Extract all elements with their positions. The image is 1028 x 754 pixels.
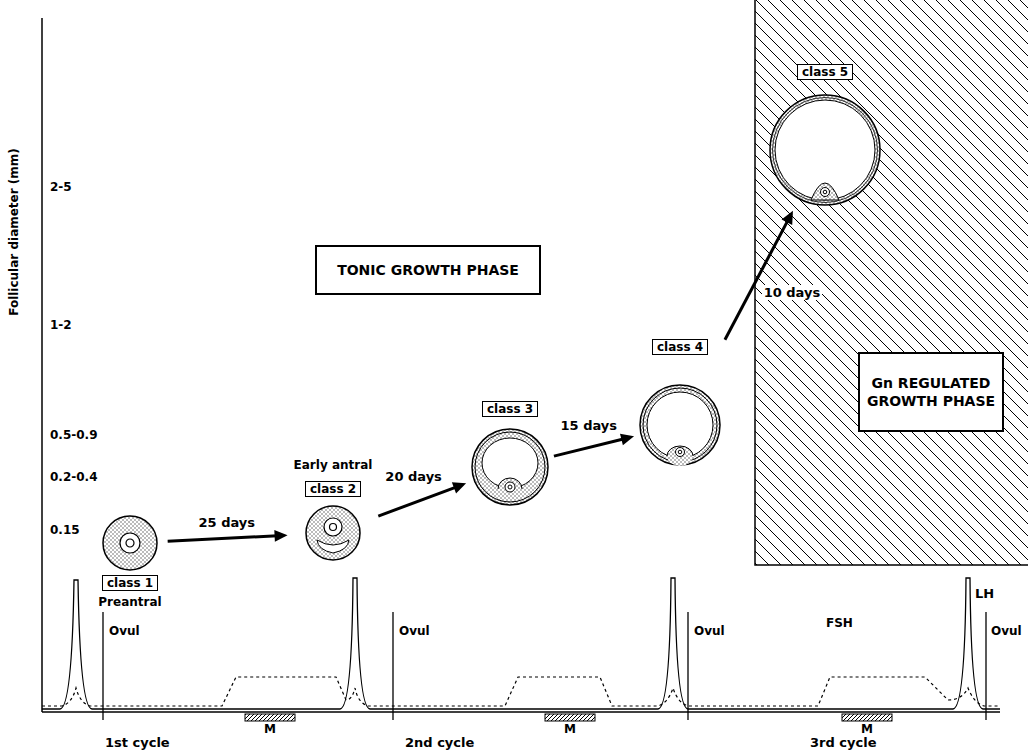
arrow-head (274, 530, 287, 542)
follicle-node: class 3 (468, 399, 552, 509)
phase-label: Gn REGULATED GROWTH PHASE (866, 374, 996, 410)
follicle-node: Early antral class 2 (290, 456, 377, 564)
stage-label: Early antral (294, 458, 373, 472)
gonadotropin-region (755, 0, 1028, 565)
menses-label: M (861, 722, 873, 736)
follicle-node: class 1 Preantral (94, 512, 165, 611)
menses-bar (245, 714, 295, 721)
menses-bar (545, 714, 595, 721)
tick-label: 0.5-0.9 (50, 428, 98, 442)
axis-title: Follicular diameter (mm) (7, 148, 21, 316)
ovulation-label: Ovul (399, 624, 430, 638)
follicle-node: class 5 (766, 62, 884, 209)
hormone-label: FSH (826, 616, 853, 630)
duration-label: 10 days (762, 285, 823, 300)
class-label: class 3 (482, 401, 538, 417)
ovulation-label: Ovul (109, 624, 140, 638)
y-axis (41, 18, 43, 712)
tick-label: 1-2 (50, 318, 72, 332)
follicle-drawing (637, 382, 723, 468)
class-label: class 2 (305, 481, 361, 497)
duration-label: 20 days (383, 469, 444, 484)
cycle-label: 1st cycle (105, 735, 170, 750)
phase-box: TONIC GROWTH PHASE (315, 245, 541, 295)
arrow-head (452, 482, 466, 493)
hormone-label: LH (975, 586, 994, 601)
follicle-node: class 4 (636, 337, 724, 469)
phase-label: TONIC GROWTH PHASE (337, 261, 519, 279)
menses-label: M (564, 722, 576, 736)
cycle-label: 2nd cycle (405, 735, 474, 750)
tick-label: 0.15 (50, 523, 80, 537)
arrow-shaft (554, 439, 624, 456)
connector-arrow (378, 482, 466, 516)
menses-label: M (264, 722, 276, 736)
arrow-head (620, 434, 634, 446)
follicle-drawing (767, 92, 883, 208)
ovulation-marker (392, 612, 393, 720)
duration-label: 15 days (559, 418, 620, 433)
ovulation-label: Ovul (694, 624, 725, 638)
ovulation-marker (985, 612, 986, 720)
cycle-label: 3rd cycle (810, 735, 876, 750)
follicle-drawing (303, 503, 363, 563)
ovulation-label: Ovul (991, 624, 1022, 638)
arrow-shaft (725, 220, 788, 340)
ovulation-marker (102, 612, 103, 720)
fsh-curve (42, 677, 1000, 706)
menses-bar (842, 714, 892, 721)
follicle-drawing (469, 426, 551, 508)
class-label: class 4 (652, 339, 708, 355)
ovulation-marker (687, 612, 688, 720)
arrow-head (782, 211, 793, 225)
class-label: class 1 (102, 575, 158, 591)
lh-curve (42, 578, 1000, 709)
class-label: class 5 (797, 64, 853, 80)
connector-arrow (725, 211, 793, 340)
duration-label: 25 days (197, 515, 258, 530)
tick-label: 0.2-0.4 (50, 470, 98, 484)
connector-arrow (554, 434, 634, 457)
tick-label: 2-5 (50, 180, 72, 194)
x-axis (42, 711, 1000, 713)
phase-box: Gn REGULATED GROWTH PHASE (858, 352, 1004, 432)
connector-arrow (168, 530, 288, 542)
arrow-shaft (378, 487, 456, 516)
arrow-shaft (168, 536, 278, 541)
follicle-drawing (100, 513, 160, 573)
stage-label: Preantral (98, 595, 161, 609)
